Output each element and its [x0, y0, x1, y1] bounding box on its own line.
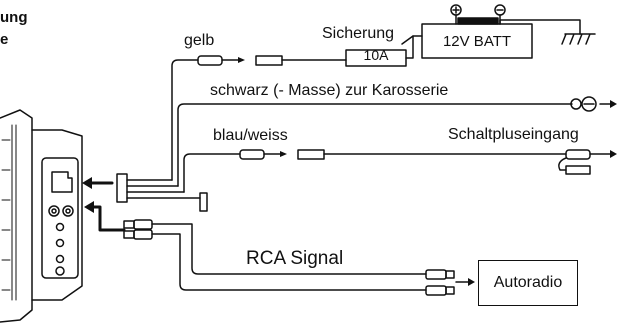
- arrow-to-power-port-icon: [82, 177, 92, 189]
- remote-arrow-icon: [610, 150, 617, 158]
- head-unit-remote-connector-icon: [565, 149, 591, 160]
- fuse-label: Sicherung: [322, 25, 395, 42]
- heading-fragment-line2: e: [0, 31, 9, 48]
- amp-control-panel: [41, 157, 79, 279]
- car-radio-box: Autoradio: [478, 260, 578, 306]
- rca-head-unit-plug-top-icon: [425, 269, 447, 280]
- ground-symbol-icon: [561, 33, 596, 45]
- yellow-wire-plug-icon: [255, 55, 283, 66]
- rca-cable-left: [151, 223, 427, 275]
- black-wire-label: schwarz (- Masse) zur Karosserie: [210, 82, 449, 99]
- rca-plug-bottom-icon: [123, 230, 135, 239]
- gain-knob-icon: [55, 222, 65, 232]
- remote-wire-terminal-icon: [239, 149, 265, 160]
- remote-jack-icon: [55, 266, 65, 276]
- rca-cable-right: [151, 233, 427, 291]
- black-wire: [177, 103, 573, 187]
- rca-input-right-jack: [62, 205, 74, 217]
- ground-ring-terminal-icon: [570, 98, 582, 110]
- yellow-wire: [171, 59, 199, 181]
- arrow-to-radio-icon: [468, 278, 475, 286]
- arrow-to-rca-input-icon: [84, 201, 94, 213]
- heading-fragment-line1: ung: [0, 9, 28, 26]
- harness-connector-block: [116, 173, 128, 203]
- fuse-value: 10A: [363, 47, 389, 63]
- blue-white-wire-label: blau/weiss: [213, 127, 288, 144]
- phase-knob-icon: [55, 254, 65, 264]
- battery-terminal-bar-icon: [457, 17, 499, 25]
- rca-input-left-jack: [48, 205, 60, 217]
- battery-label: 12V BATT: [442, 32, 512, 50]
- blue-white-wire: [183, 153, 241, 193]
- car-radio-label: Autoradio: [493, 274, 563, 291]
- head-unit-remote-plug-icon: [565, 165, 591, 175]
- harness-end-cap: [199, 192, 208, 212]
- frequency-knob-icon: [55, 238, 65, 248]
- rca-signal-label: RCA Signal: [246, 248, 344, 269]
- remote-wire-plug-icon: [297, 149, 325, 160]
- yellow-wire-label: gelb: [184, 32, 215, 49]
- amplifier-housing: [0, 109, 83, 323]
- remote-input-label: Schaltpluseingang: [448, 126, 579, 143]
- rca-head-unit-plug-bottom-icon: [425, 285, 447, 296]
- rca-plug-top-icon: [123, 220, 135, 229]
- power-connector-port: [51, 171, 73, 193]
- ground-arrow-icon: [610, 100, 617, 108]
- yellow-wire-terminal-icon: [197, 55, 223, 66]
